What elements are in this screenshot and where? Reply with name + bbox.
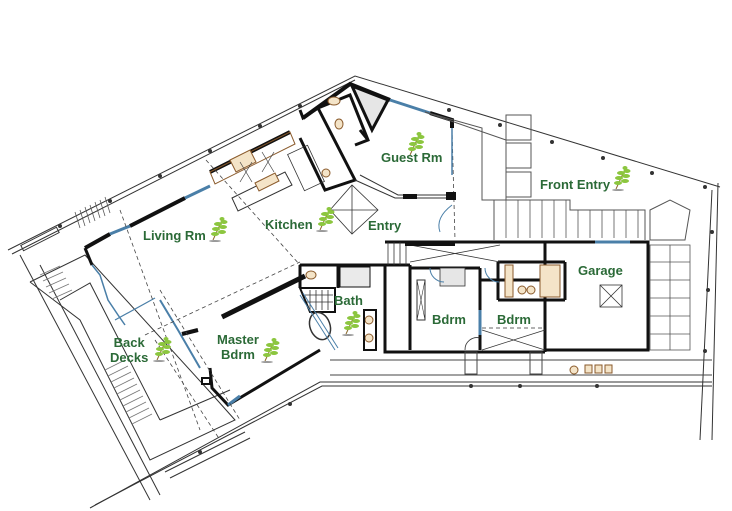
kitchen-x-marks [239,151,275,183]
leaf-icon [153,337,172,362]
room-label-back-decks: Back Decks [110,335,148,365]
garage-side-pavers [649,244,691,351]
leaf-icon [408,132,425,156]
laundry-block [298,93,370,192]
leaf-icon [209,217,228,242]
south-walkway [330,351,712,376]
room-label-guest: Guest Rm [381,150,443,165]
leaf-icon [342,311,361,336]
main-stairs [305,242,501,310]
room-label-master: Master Bdrm [217,332,259,362]
room-label-front-entry: Front Entry [540,177,611,192]
room-label-kitchen: Kitchen [265,217,313,232]
toilet-fixtures [321,96,344,178]
master-label-line-2: Bdrm [220,347,255,362]
leaf-icon [612,166,631,191]
room-label-bath: Bath [334,293,363,308]
property-boundary [7,75,721,509]
bdrm2-closet [481,327,546,351]
front-steps [505,200,639,238]
leaf-icon [261,338,280,363]
boundary-markers [58,104,714,454]
back-decks-label-line-1: Back [113,335,145,350]
back-deck-outline [29,254,251,479]
entry-skylight [329,184,379,235]
master-label-line-1: Master [217,332,259,347]
utility-meters [569,364,613,375]
deck-stairs [39,265,153,425]
garage-skylight [599,284,623,308]
room-label-bdrm-1: Bdrm [432,312,466,327]
room-label-bdrm-2: Bdrm [497,312,531,327]
leaf-icon [316,207,335,232]
room-label-garage: Garage [578,263,623,278]
upper-deck-stairs [74,196,111,229]
front-walkway [424,111,646,240]
room-label-entry: Entry [368,218,402,233]
bath-fixtures [305,264,561,343]
kitchen-cabinets [209,131,296,212]
back-decks-label-line-2: Decks [110,350,149,365]
room-label-living: Living Rm [143,228,206,243]
exterior-walls [83,81,454,266]
dashed-lines [119,127,456,441]
